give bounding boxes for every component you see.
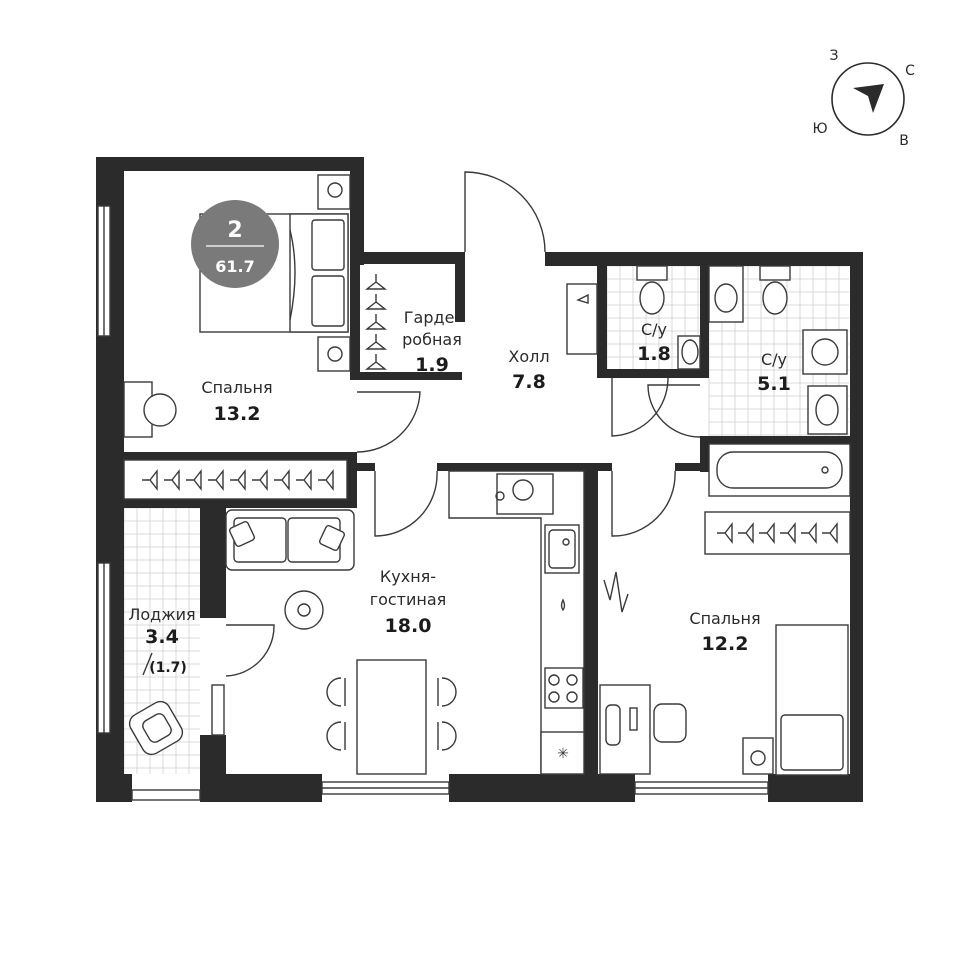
compass-east: В	[899, 133, 909, 149]
apartment-badge: 2 61.7	[191, 200, 279, 288]
svg-text:✳: ✳	[557, 745, 569, 761]
armchair-icon	[128, 700, 184, 756]
dining-table-icon	[326, 659, 457, 775]
bath-large-area: 5.1	[757, 373, 791, 395]
room-label-wardrobe: Гарде- робная 1.9	[402, 308, 462, 376]
wardrobe-name-line1: Гарде-	[404, 308, 460, 327]
bedroom2-name: Спальня	[689, 609, 760, 628]
bath-small-area: 1.8	[637, 343, 671, 365]
toilet-large-icon	[759, 265, 791, 315]
hall-name: Холл	[508, 347, 549, 366]
hall-area: 7.8	[512, 371, 546, 393]
toilet-small-icon	[636, 265, 668, 315]
walls	[96, 157, 863, 802]
badge-total-area: 61.7	[215, 257, 254, 276]
kitchen-counter-icon: ✳	[448, 470, 585, 775]
kitchen-area: 18.0	[385, 615, 432, 637]
single-bed-icon	[742, 624, 849, 776]
room-label-bedroom1: Спальня 13.2	[201, 378, 272, 425]
compass-north: С	[905, 63, 915, 79]
desk-icon	[599, 571, 687, 775]
loggia-reduced-area: (1.7)	[149, 660, 187, 676]
hall-cabinet-icon	[566, 283, 598, 355]
badge-circle	[191, 200, 279, 288]
vanity-table-icon	[123, 381, 177, 438]
sink-small-icon	[677, 335, 701, 370]
sofa-icon	[225, 509, 355, 571]
loggia-name: Лоджия	[128, 605, 195, 624]
badge-room-count: 2	[227, 218, 242, 243]
compass-ring	[831, 62, 905, 136]
room-label-bath-small: С/у 1.8	[637, 320, 671, 365]
sink-large-icon	[807, 385, 848, 435]
round-table-icon	[284, 590, 324, 630]
room-label-kitchen: Кухня- гостиная 18.0	[370, 567, 447, 637]
compass-west: З	[830, 48, 839, 64]
washbasin-large-icon	[708, 265, 744, 323]
bathtub-icon	[708, 443, 851, 497]
loggia-area: 3.4	[145, 626, 179, 648]
bath-small-name: С/у	[641, 320, 667, 339]
kitchen-name-line2: гостиная	[370, 590, 447, 609]
bedroom1-name: Спальня	[201, 378, 272, 397]
room-label-bath-large: С/у 5.1	[757, 350, 791, 395]
room-label-bedroom2: Спальня 12.2	[689, 609, 760, 655]
compass-south: Ю	[812, 121, 827, 137]
compass: З С Ю В	[812, 48, 915, 149]
wardrobe-hangers-bedroom1	[123, 459, 348, 500]
room-label-hall: Холл 7.8	[508, 347, 549, 393]
washing-machine-icon	[802, 329, 848, 375]
wardrobe-name-line2: робная	[402, 330, 462, 349]
wardrobe-hangers-icon	[364, 274, 388, 370]
doors	[225, 171, 701, 677]
compass-arrow-icon	[853, 84, 884, 113]
wardrobe-area: 1.9	[415, 354, 449, 376]
kitchen-name-line1: Кухня-	[380, 567, 436, 586]
room-label-loggia: Лоджия 3.4 (1.7)	[128, 605, 195, 676]
windows	[97, 205, 769, 801]
bedroom2-area: 12.2	[702, 633, 749, 655]
wardrobe-hangers-bedroom2	[704, 511, 851, 555]
bath-large-name: С/у	[761, 350, 787, 369]
bedroom1-area: 13.2	[214, 403, 261, 425]
